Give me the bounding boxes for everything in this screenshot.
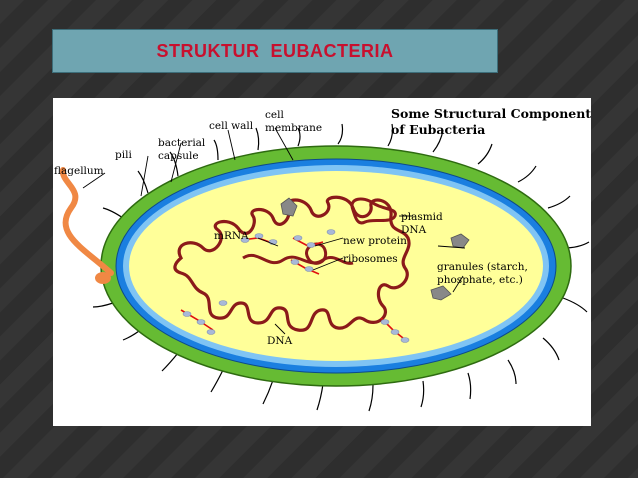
label-granules-line1: granules (starch, [437,261,528,273]
label-granules-line2: phosphate, etc.) [437,274,523,286]
diagram-heading-line2: of Eubacteria [391,122,485,137]
label-flagellum: flagellum [54,165,104,177]
label-cell-wall: cell wall [209,120,254,132]
label-ribosomes: ribosomes [343,253,398,265]
granules [280,197,470,301]
label-dna: DNA [267,335,293,347]
label-capsule-line1: bacterial [158,137,206,149]
leader-lines [82,127,466,335]
plasmid-dna [350,197,397,225]
slide-title-box: STRUKTUR EUBACTERIA [52,29,498,73]
slide-title: STRUKTUR EUBACTERIA [156,40,394,61]
label-plasmid-line1: plasmid [401,211,443,223]
label-plasmid-line2: DNA [401,224,427,236]
cytoplasm [129,171,543,361]
label-pili: pili [115,149,132,161]
flagellum [60,167,114,276]
eubacteria-diagram: flagellum pili bacterial capsule cell wa… [53,98,591,426]
label-membrane-line1: cell [265,109,284,121]
ribosomes [182,229,410,343]
diagram-heading-line1: Some Structural Components [391,106,591,121]
pili [92,123,590,412]
label-new-protein: new protein [343,235,407,247]
diagram-canvas: flagellum pili bacterial capsule cell wa… [54,106,591,412]
dna-nucleoid [173,195,411,332]
label-membrane-line2: membrane [265,122,322,134]
label-mrna: mRNA [214,230,249,242]
label-capsule-line2: capsule [158,150,199,162]
